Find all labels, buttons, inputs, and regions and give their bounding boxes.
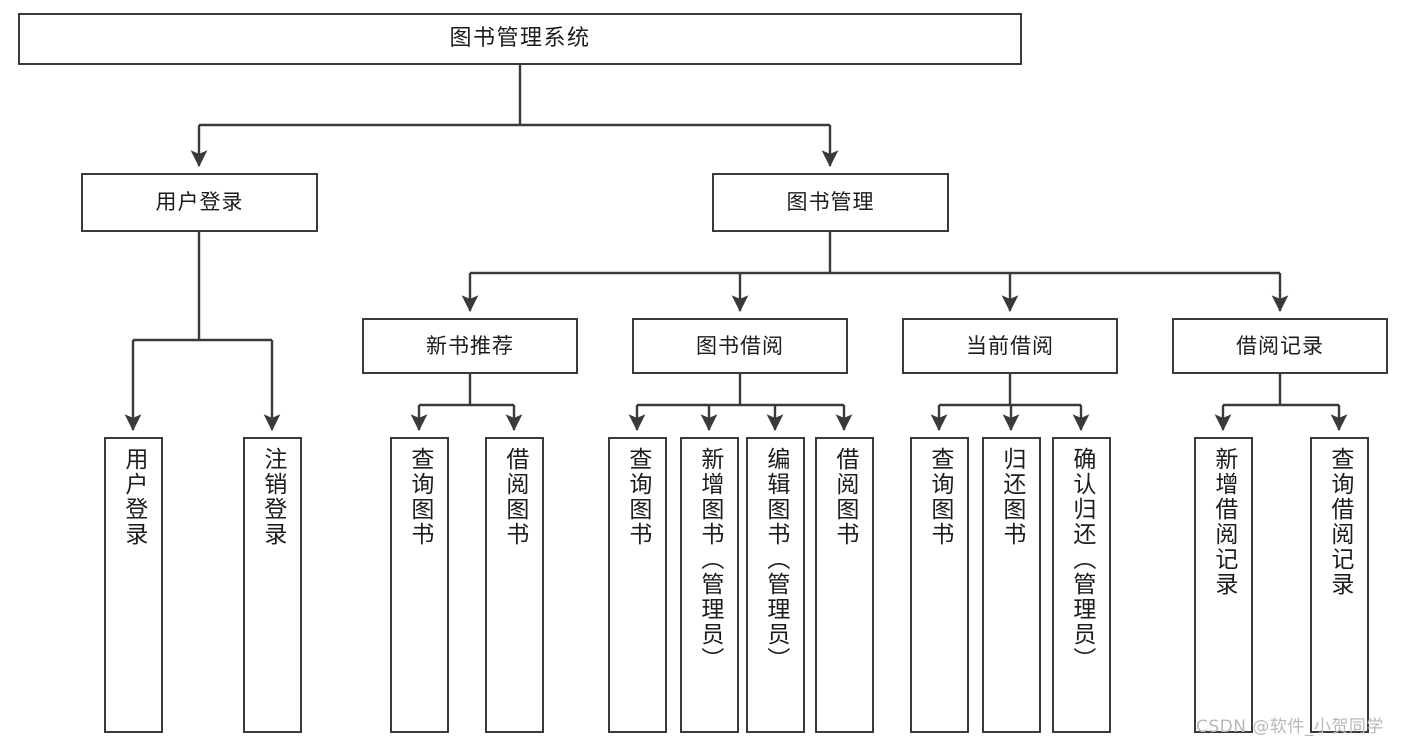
- node-label: 查询借阅记录: [1326, 447, 1353, 597]
- node-label: 借阅记录: [1236, 333, 1324, 358]
- leaf-borrow-add-book-admin[interactable]: 新增图书（管理员）: [680, 437, 739, 733]
- leaf-current-confirm-return-admin[interactable]: 确认归还（管理员）: [1052, 437, 1111, 733]
- node-label: 图书管理: [786, 190, 875, 215]
- leaf-record-query-record[interactable]: 查询借阅记录: [1310, 437, 1369, 733]
- node-label: 新增图书（管理员）: [696, 447, 723, 672]
- leaf-recommend-borrow-book[interactable]: 借阅图书: [485, 437, 544, 733]
- node-borrow-record[interactable]: 借阅记录: [1172, 318, 1388, 374]
- node-book-borrow[interactable]: 图书借阅: [632, 318, 848, 374]
- node-label: 用户登录: [155, 190, 244, 215]
- node-new-book-recommend[interactable]: 新书推荐: [362, 318, 578, 374]
- node-user-login[interactable]: 用户登录: [81, 173, 318, 232]
- node-label: 新增借阅记录: [1210, 447, 1237, 597]
- node-label: 用户登录: [120, 447, 147, 547]
- node-label: 新书推荐: [426, 333, 514, 358]
- node-label: 编辑图书（管理员）: [762, 447, 789, 672]
- node-label: 查询图书: [406, 447, 433, 547]
- node-label: 借阅图书: [831, 447, 858, 547]
- node-label: 归还图书: [998, 447, 1025, 547]
- node-label: 当前借阅: [966, 333, 1054, 358]
- node-label: 查询图书: [624, 447, 651, 547]
- leaf-recommend-query-book[interactable]: 查询图书: [390, 437, 449, 733]
- csdn-watermark: CSDN @软件_小贺同学: [1196, 717, 1384, 737]
- node-label: 确认归还（管理员）: [1068, 447, 1095, 672]
- leaf-borrow-borrow-book[interactable]: 借阅图书: [815, 437, 874, 733]
- node-label: 图书借阅: [696, 333, 784, 358]
- leaf-borrow-edit-book-admin[interactable]: 编辑图书（管理员）: [746, 437, 805, 733]
- node-label: 注销登录: [259, 447, 286, 547]
- leaf-record-add-record[interactable]: 新增借阅记录: [1194, 437, 1253, 733]
- node-book-management[interactable]: 图书管理: [712, 173, 949, 232]
- node-current-borrow[interactable]: 当前借阅: [902, 318, 1118, 374]
- leaf-borrow-query-book[interactable]: 查询图书: [608, 437, 667, 733]
- node-root-system[interactable]: 图书管理系统: [18, 13, 1022, 65]
- node-label: 查询图书: [926, 447, 953, 547]
- node-label: 借阅图书: [501, 447, 528, 547]
- node-label: 图书管理系统: [449, 26, 591, 52]
- leaf-current-return-book[interactable]: 归还图书: [982, 437, 1041, 733]
- leaf-current-query-book[interactable]: 查询图书: [910, 437, 969, 733]
- leaf-user-login-logout[interactable]: 注销登录: [243, 437, 302, 733]
- leaf-user-login-login[interactable]: 用户登录: [104, 437, 163, 733]
